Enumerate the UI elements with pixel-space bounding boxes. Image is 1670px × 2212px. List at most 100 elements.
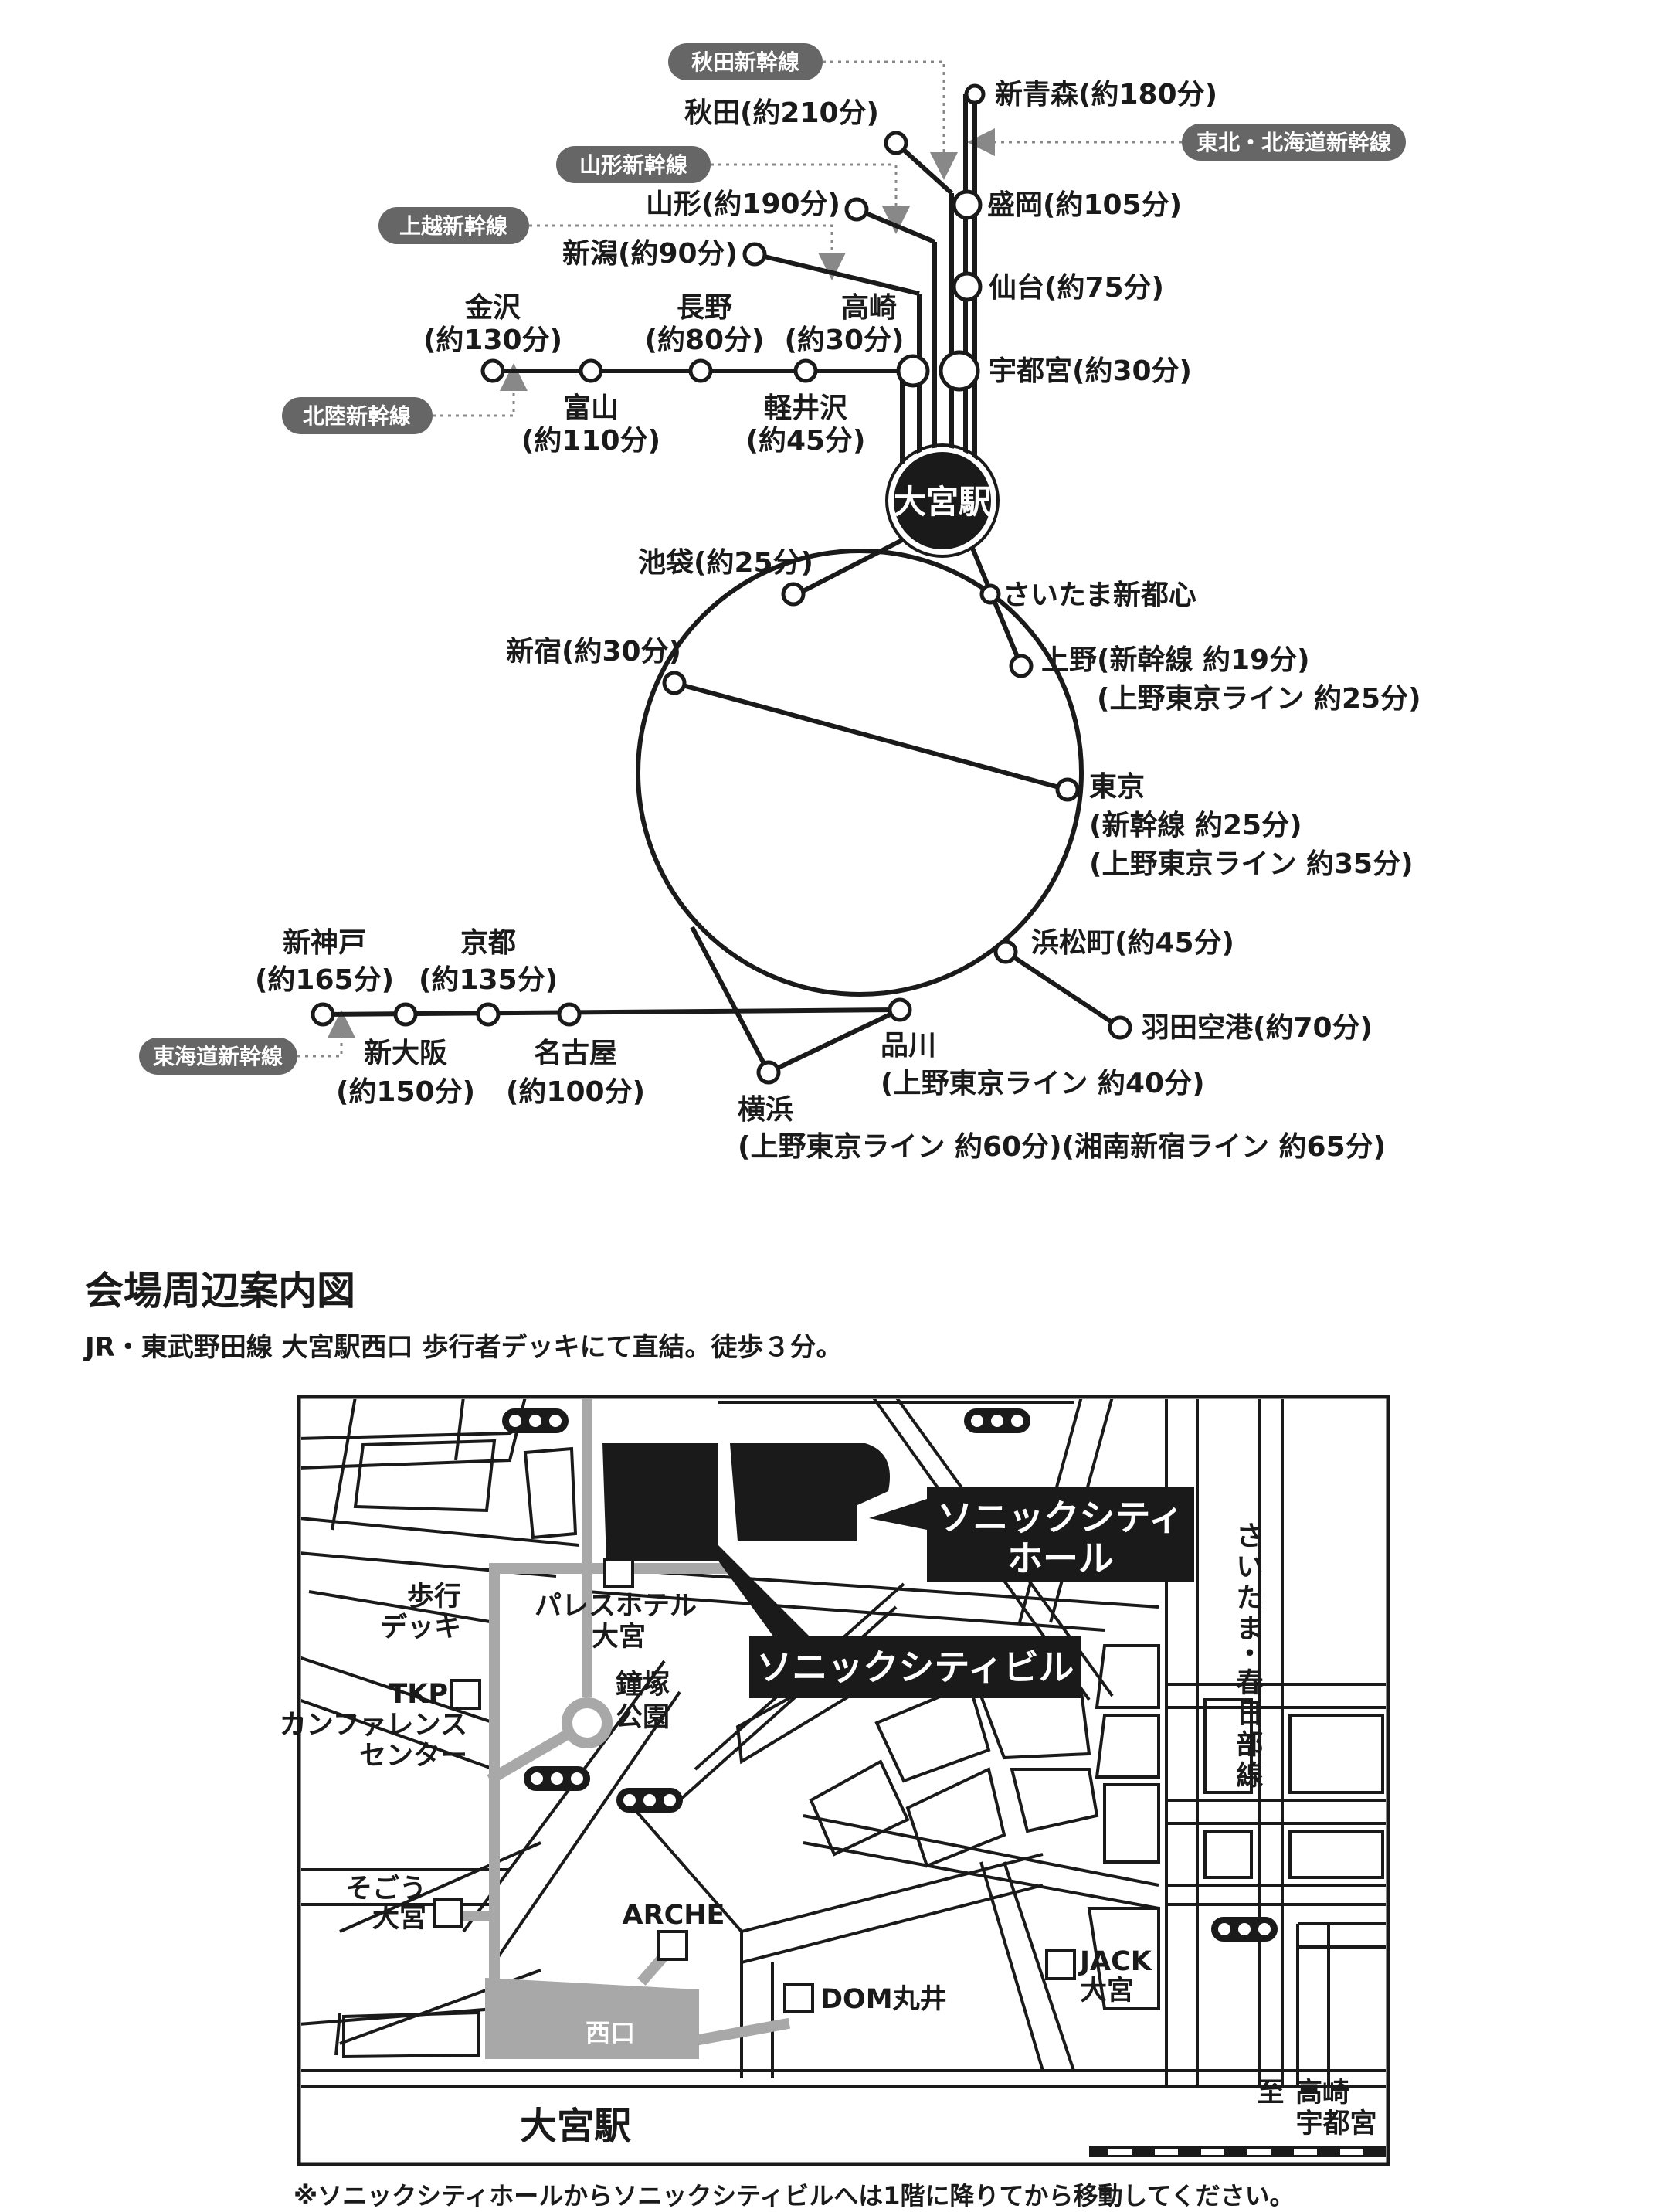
label-jack-1: JACK: [1078, 1946, 1153, 1977]
label-tkp-2: カンファレンス: [280, 1710, 467, 1741]
label-jack-2: 大宮: [1080, 1976, 1134, 2006]
node-nagoya: [557, 1002, 582, 1027]
label-akita: 秋田(約210分): [684, 97, 879, 129]
hub-label: 大宮駅: [894, 483, 991, 521]
street-char: 部: [1236, 1730, 1263, 1761]
area-map-title: 会場周辺案内図: [85, 1269, 355, 1313]
label-shinagawa-time: (上野東京ライン 約40分): [881, 1067, 1205, 1099]
label-haneda: 羽田空港(約70分): [1142, 1012, 1373, 1044]
label-takasaki: 高崎: [1295, 2078, 1349, 2108]
label-kanazawa-time: (約130分): [423, 324, 562, 356]
node-sendai: [952, 271, 983, 302]
label-nagano-time: (約80分): [644, 324, 764, 356]
street-char: 日: [1236, 1699, 1263, 1730]
street-char: 春: [1236, 1668, 1263, 1699]
west-exit-label: 西口: [586, 2018, 635, 2047]
line-yamagata: 山形新幹線: [579, 152, 687, 178]
deck-roundabout: [562, 1697, 613, 1748]
node-yokohama: [756, 1060, 781, 1085]
label-niigata: 新潟(約90分): [562, 238, 738, 270]
label-shin-kobe-time: (約165分): [255, 964, 394, 996]
label-ikebukuro: 池袋(約25分): [638, 547, 813, 579]
route-lines: [322, 94, 1122, 1075]
label-shinagawa: 品川: [881, 1030, 936, 1062]
node-kanazawa: [480, 358, 505, 383]
label-karuizawa-time: (約45分): [745, 425, 865, 457]
label-shin-osaka-time: (約150分): [336, 1076, 475, 1108]
label-ueno-time: (上野東京ライン 約25分): [1097, 682, 1421, 715]
callout-sonic-city-hall: ソニックシティ ホール: [927, 1487, 1194, 1582]
label-shin-aomori: 新青森(約180分): [995, 79, 1217, 110]
node-ueno: [1009, 654, 1034, 678]
label-yokohama-time: (上野東京ライン 約60分)(湘南新宿ライン 約65分): [738, 1130, 1386, 1163]
node-takasaki: [896, 354, 930, 388]
label-karuizawa: 軽井沢: [764, 392, 848, 424]
route-map: 大宮駅 秋田新幹線 東北・北海道新幹線 山形新幹線 上越新幹線 北陸新幹線 東海…: [139, 43, 1421, 1163]
label-morioka: 盛岡(約105分): [987, 189, 1182, 221]
node-utsunomiya: [939, 350, 980, 392]
node-nagano: [688, 358, 713, 383]
label-nagano: 長野: [677, 292, 732, 324]
label-yamagata: 山形(約190分): [646, 189, 840, 220]
label-kyoto-time: (約135分): [419, 964, 558, 996]
label-deck-1: 歩行: [407, 1582, 461, 1612]
area-map-footnote: ※ソニックシティホールからソニックシティビルへは1階に降りてから移動してください…: [294, 2181, 1295, 2210]
label-shinjuku: 新宿(約30分): [506, 636, 681, 668]
label-arche: ARCHE: [623, 1900, 725, 1931]
label-tkp-3: センター: [359, 1741, 467, 1772]
west-exit-area: [485, 1978, 699, 2059]
label-tokyo-time-2: (上野東京ライン 約35分): [1089, 848, 1414, 880]
label-saitama-shintoshin: さいたま新都心: [1003, 579, 1196, 611]
railway: [1089, 2146, 1386, 2157]
street-saitama-kasukabe: さ い た ま ・ 春 日 部 線: [1236, 1521, 1263, 1792]
label-sogo-2: 大宮: [372, 1903, 426, 1934]
landmark-markers: [433, 1558, 1076, 2013]
label-dom: DOM丸井: [820, 1984, 947, 2015]
hub-omiya: 大宮駅: [885, 443, 1000, 558]
label-hamamatsucho: 浜松町(約45分): [1031, 927, 1234, 959]
line-tokaido: 東海道新幹線: [153, 1044, 283, 1069]
callout-hall-line1: ソニックシティ: [937, 1497, 1183, 1538]
area-map-subtitle: JR・東武野田線 大宮駅西口 歩行者デッキにて直結。徒歩３分。: [83, 1332, 843, 1363]
street-char: い: [1236, 1552, 1263, 1583]
label-tokyo: 東京: [1089, 770, 1145, 803]
callout-pointers: [676, 1499, 927, 1646]
node-akita: [884, 131, 908, 155]
label-kanazawa: 金沢: [464, 291, 521, 324]
line-joetsu: 上越新幹線: [399, 213, 507, 239]
label-toyama-time: (約110分): [521, 425, 660, 457]
label-to: 至: [1257, 2078, 1284, 2108]
map-labels: 歩行 デッキ パレスホテル 大宮 鐘塚 公園 TKP カンファレンス センター …: [280, 1521, 1377, 2148]
label-omiya-station: 大宮駅: [520, 2105, 631, 2148]
street-char: ま: [1236, 1614, 1263, 1645]
node-shin-aomori: [964, 83, 986, 105]
label-sendai: 仙台(約75分): [989, 272, 1164, 304]
street-char: ・: [1236, 1639, 1263, 1670]
station-nodes: [311, 83, 1132, 1085]
street-char: た: [1236, 1583, 1263, 1614]
node-niigata: [742, 242, 767, 267]
node-ikebukuro: [781, 582, 806, 607]
label-palace-2: 大宮: [592, 1622, 646, 1653]
street-char: さ: [1236, 1521, 1263, 1552]
node-shinagawa: [888, 997, 912, 1022]
label-utsunomiya: 宇都宮(約30分): [989, 355, 1192, 387]
label-deck-2: デッキ: [380, 1612, 461, 1643]
callout-hall-line2: ホール: [1007, 1538, 1114, 1579]
line-hokuriku: 北陸新幹線: [303, 403, 411, 429]
label-takasaki: 高崎: [841, 292, 897, 324]
street-char: 線: [1236, 1761, 1263, 1792]
sonic-city-building: [602, 1443, 890, 1561]
label-ueno: 上野(新幹線 約19分): [1041, 644, 1310, 676]
city-blocks: [342, 1439, 1384, 2059]
line-labels: 秋田新幹線 東北・北海道新幹線 山形新幹線 上越新幹線 北陸新幹線 東海道新幹線: [139, 43, 1406, 1075]
label-tkp-1: TKP: [389, 1679, 448, 1710]
label-palace-1: パレスホテル: [535, 1591, 697, 1622]
area-map: 西口: [280, 1395, 1390, 2166]
label-kanezuka-1: 鐘塚: [616, 1669, 670, 1701]
node-haneda: [1108, 1015, 1132, 1040]
label-yokohama: 横浜: [738, 1094, 793, 1126]
station-labels: 新青森(約180分) 秋田(約210分) 盛岡(約105分) 山形(約190分)…: [255, 79, 1421, 1163]
node-shin-kobe: [311, 1002, 335, 1027]
